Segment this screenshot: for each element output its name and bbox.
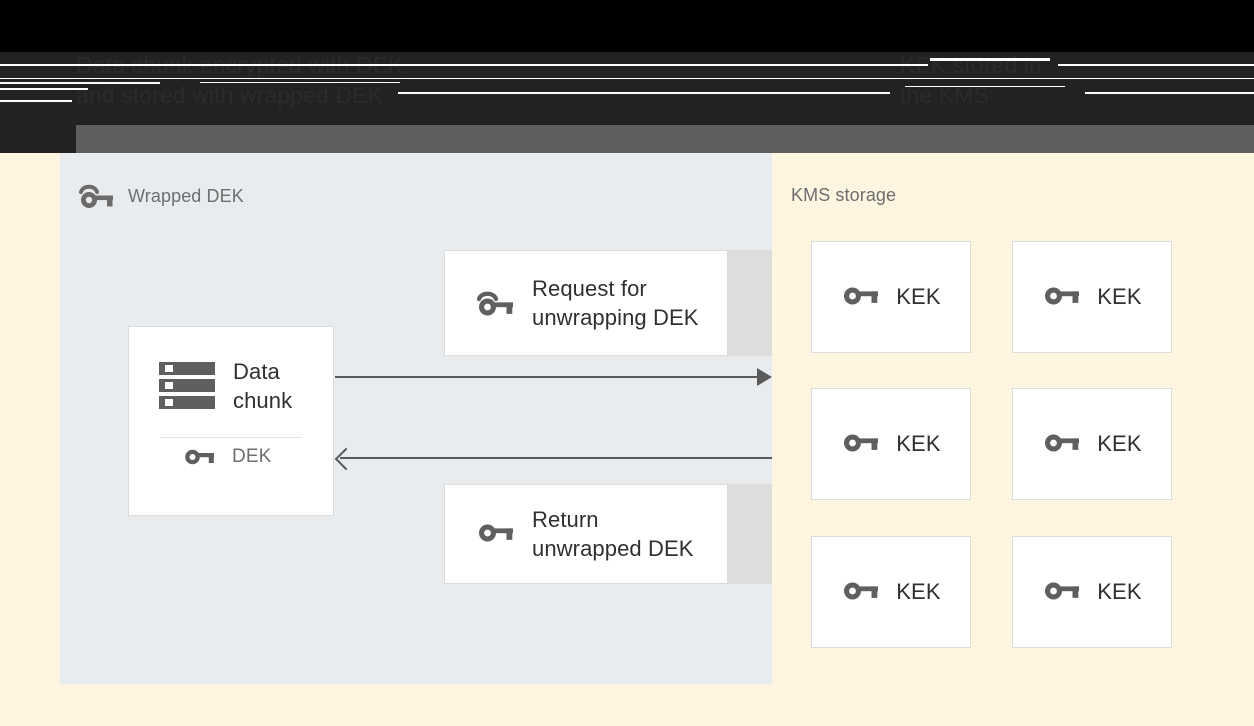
wrapped-dek-panel-label: Wrapped DEK — [78, 183, 244, 209]
scanline-artifact — [0, 82, 160, 84]
banner-title-left: Data chunk encrypted with DEK and stored… — [76, 52, 404, 108]
request-for-unwrapping-dek-card[interactable]: Request for unwrapping DEK — [444, 250, 728, 356]
key-icon — [841, 580, 879, 604]
request-arrow-head — [757, 368, 772, 386]
scanline-artifact — [0, 64, 400, 66]
kms-storage-label-text: KMS storage — [791, 185, 897, 205]
data-chunk-divider — [160, 437, 302, 438]
kek-box[interactable]: KEK — [1012, 388, 1172, 500]
scanline-artifact — [1058, 64, 1254, 66]
kek-box[interactable]: KEK — [1012, 241, 1172, 353]
request-card-text: Request for unwrapping DEK — [532, 276, 699, 330]
return-unwrapped-dek-card[interactable]: Return unwrapped DEK — [444, 484, 728, 584]
kek-label: KEK — [896, 431, 941, 456]
banner-left-notch — [0, 125, 76, 153]
scanline-artifact — [905, 86, 1065, 87]
kek-box[interactable]: KEK — [1012, 536, 1172, 648]
wrapped-key-icon — [476, 289, 514, 317]
return-arrow-line — [340, 457, 772, 459]
scanline-artifact — [930, 58, 1050, 61]
kek-label: KEK — [1097, 431, 1142, 456]
scanline-artifact — [0, 78, 1254, 79]
kek-label: KEK — [896, 579, 941, 604]
scanline-artifact — [0, 100, 72, 102]
banner-mid-band — [0, 125, 1254, 153]
key-icon — [1042, 432, 1080, 456]
key-icon — [1042, 285, 1080, 309]
key-icon — [1042, 580, 1080, 604]
return-card-text: Return unwrapped DEK — [532, 507, 694, 561]
key-icon — [476, 522, 514, 546]
data-chunk-dek-row: DEK — [129, 415, 333, 468]
kek-label: KEK — [896, 284, 941, 309]
scanline-artifact — [200, 82, 400, 83]
scanline-artifact — [0, 88, 88, 90]
data-chunk-card[interactable]: Data chunk DEK — [128, 326, 334, 516]
scanline-artifact — [1085, 92, 1254, 94]
request-arrow-line — [335, 376, 760, 378]
scanline-artifact — [398, 64, 928, 66]
wrapped-key-icon — [78, 183, 114, 209]
server-stack-icon — [159, 361, 215, 411]
key-icon — [841, 285, 879, 309]
return-card-tail — [728, 484, 772, 584]
scanline-artifact — [398, 92, 890, 94]
kms-storage-label: KMS storage — [791, 185, 896, 206]
kek-box[interactable]: KEK — [811, 536, 971, 648]
kek-label: KEK — [1097, 579, 1142, 604]
key-icon — [841, 432, 879, 456]
kek-box[interactable]: KEK — [811, 241, 971, 353]
wrapped-dek-label-text: Wrapped DEK — [128, 185, 244, 206]
data-chunk-header: Data chunk — [129, 327, 333, 415]
key-icon — [183, 447, 215, 468]
request-card-tail — [728, 250, 772, 356]
banner-black-band — [0, 0, 1254, 52]
data-chunk-title: Data chunk — [233, 359, 293, 413]
kek-box[interactable]: KEK — [811, 388, 971, 500]
kek-label: KEK — [1097, 284, 1142, 309]
data-chunk-dek-label: DEK — [232, 446, 272, 467]
